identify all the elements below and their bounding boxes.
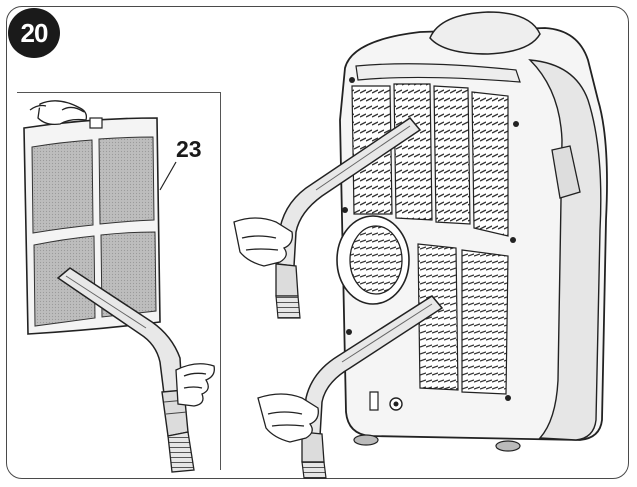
portable-air-conditioner: [336, 11, 608, 452]
hand-on-nozzle-left: [175, 363, 215, 407]
filter-inset-panel: [17, 92, 221, 470]
hand-holding-filter: [29, 100, 88, 126]
vacuum-nozzle-lower: [301, 295, 444, 479]
step-number-badge: 20: [8, 8, 60, 58]
callout-leader-line: [159, 161, 177, 191]
vacuum-nozzle-upper: [275, 116, 422, 319]
hand-on-nozzle-upper: [233, 217, 293, 267]
hand-on-nozzle-lower: [257, 393, 319, 443]
filter-callout-label: 23: [176, 136, 202, 162]
